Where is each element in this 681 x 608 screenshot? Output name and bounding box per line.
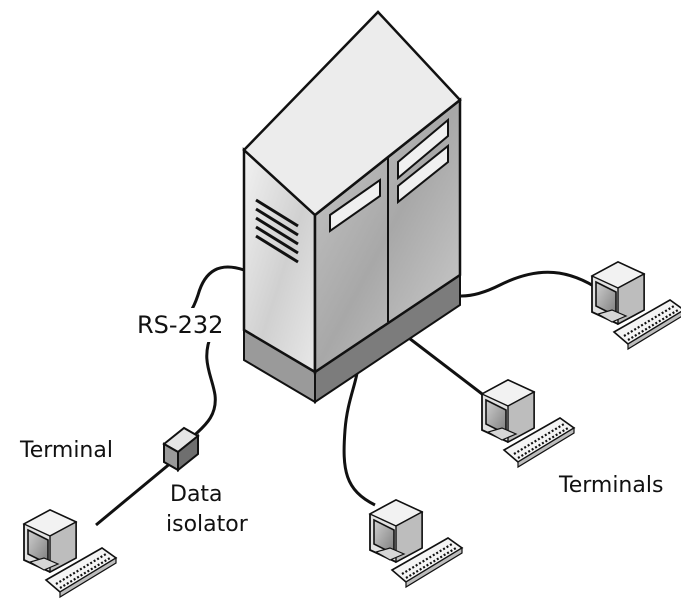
rs232-label: RS-232 <box>137 311 223 339</box>
cable-rs232-lower <box>188 332 217 441</box>
cabinet-vents <box>255 198 299 264</box>
data-isolator-label-line2: isolator <box>166 512 249 537</box>
terminal-left <box>22 508 118 599</box>
mainframe-cabinet <box>242 10 462 404</box>
cabinet-drive-bay-3 <box>397 143 449 205</box>
data-isolator-device <box>162 426 200 473</box>
cabinet-drive-bay-1 <box>329 178 381 233</box>
cabinet-drive-bay-2 <box>397 117 449 181</box>
terminals-label: Terminals <box>558 473 663 498</box>
terminal-bottom <box>368 498 464 589</box>
rs232-label-bg <box>132 308 236 342</box>
cabinet-top <box>242 10 462 217</box>
terminal-label: Terminal <box>19 438 113 463</box>
cable-isolator-to-terminal <box>95 460 173 527</box>
data-isolator-label-line1: Data <box>170 482 223 507</box>
terminal-middle <box>480 378 576 469</box>
terminal-right <box>590 260 681 351</box>
